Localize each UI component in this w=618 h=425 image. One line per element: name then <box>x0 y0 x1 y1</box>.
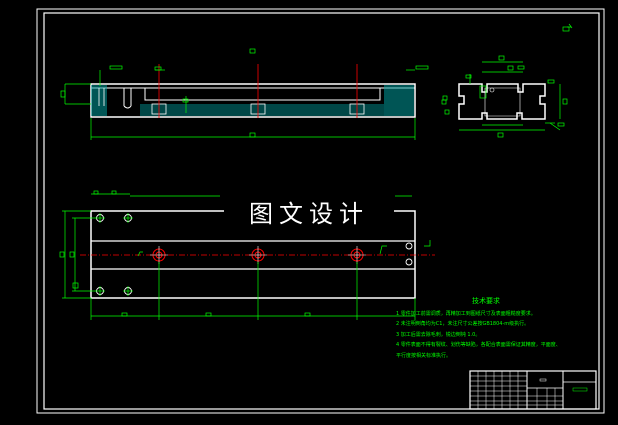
note-item-4: 4 零件表面不得有裂纹、划伤等缺陷，各配合表面需保证其精度，平面度、 <box>396 342 561 348</box>
note-item-5: 平行度按相关标准执行。 <box>396 352 452 359</box>
note-item-3: 3 加工后需去除毛刺，锐边倒钝 1.0。 <box>396 331 481 338</box>
side-section-view <box>442 23 573 138</box>
front-view-inner-pocket <box>144 88 381 101</box>
title-block <box>469 370 597 410</box>
front-view-hatch-right <box>384 85 414 116</box>
notes-title: 技术要求 <box>472 297 500 305</box>
front-section-view <box>60 48 447 140</box>
side-view-profile <box>458 83 546 120</box>
plan-view <box>59 190 435 320</box>
note-item-1: 1 零件加工前需调质，再精加工到图纸尺寸及表面粗糙度要求。 <box>396 310 536 317</box>
outer-sheet-border <box>36 8 605 414</box>
technical-requirements: 技术要求 1 零件加工前需调质，再精加工到图纸尺寸及表面粗糙度要求。 2 未注明… <box>396 296 586 361</box>
watermark-text: 图文设计 <box>224 196 394 232</box>
front-view-hatch-bottom <box>140 104 384 116</box>
inner-sheet-border <box>43 12 600 410</box>
note-item-2: 2 未注明倒角均为C1，未注尺寸公差按GB1804-m级执行。 <box>396 321 530 327</box>
